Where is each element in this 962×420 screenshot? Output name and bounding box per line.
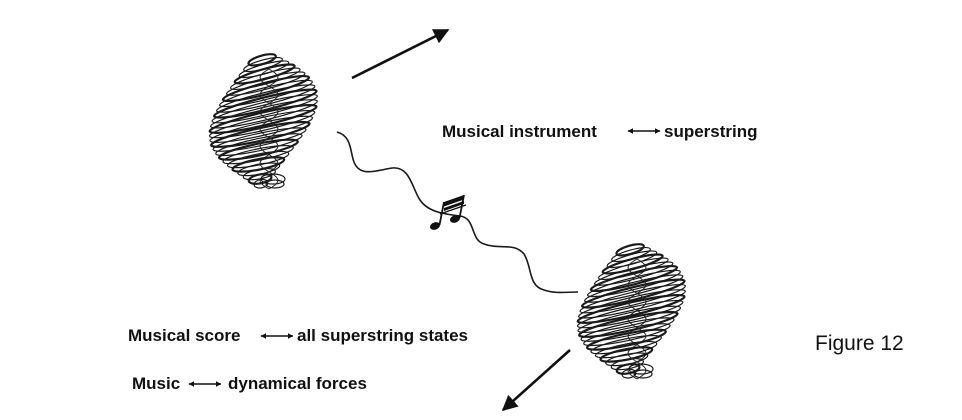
arrow-up-right-icon	[351, 28, 450, 80]
coiled-string-ball-icon	[208, 53, 318, 190]
wavy-string	[336, 131, 579, 294]
music-note-icon	[429, 194, 467, 230]
score-label: Musical score	[128, 326, 240, 345]
dynamical-forces-label: dynamical forces	[228, 374, 367, 393]
superstring-states-label: all superstring states	[297, 326, 468, 345]
music-label: Music	[132, 374, 180, 393]
figure-caption: Figure 12	[815, 332, 904, 355]
coiled-string-ball-icon	[576, 243, 686, 380]
superstring-label: superstring	[664, 122, 758, 141]
arrow-down-left-icon	[501, 349, 571, 412]
instrument-label: Musical instrument	[442, 122, 597, 141]
